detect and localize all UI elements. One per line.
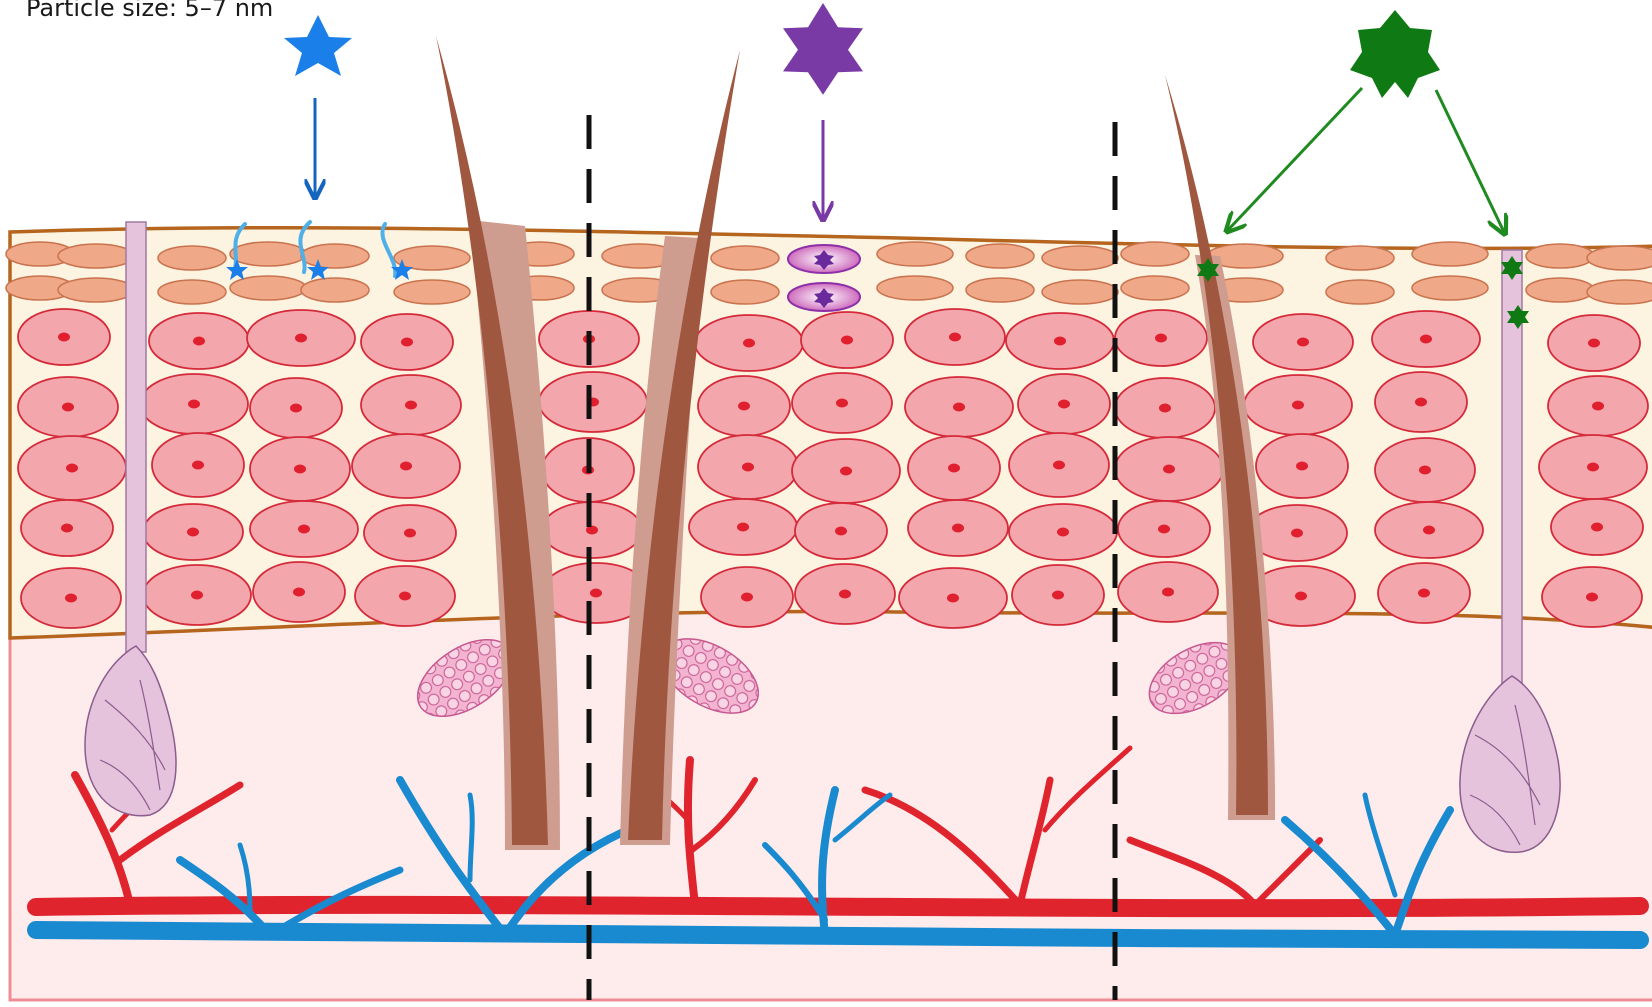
corneocyte <box>1042 280 1118 304</box>
corneocyte <box>394 280 470 304</box>
cell-nucleus <box>193 337 205 346</box>
cell-nucleus <box>1162 588 1174 597</box>
cell-nucleus <box>399 592 411 601</box>
cell-nucleus <box>1423 526 1435 535</box>
cell-nucleus <box>295 334 307 343</box>
corneocyte <box>158 280 226 304</box>
corneocyte <box>58 278 134 302</box>
cell-nucleus <box>841 336 853 345</box>
cell-nucleus <box>1054 337 1066 346</box>
cell-nucleus <box>953 403 965 412</box>
cell-nucleus <box>401 338 413 347</box>
corneocyte <box>877 276 953 300</box>
cell-nucleus <box>188 400 200 409</box>
cell-nucleus <box>1296 462 1308 471</box>
cell-nucleus <box>1588 339 1600 348</box>
corneocyte <box>1121 242 1189 266</box>
corneocyte <box>1042 246 1118 270</box>
corneocyte <box>58 244 134 268</box>
cell-nucleus <box>298 525 310 534</box>
corneocyte <box>966 244 1034 268</box>
corneocyte <box>1412 276 1488 300</box>
cell-nucleus <box>741 593 753 602</box>
cell-nucleus <box>1415 398 1427 407</box>
cell-nucleus <box>1163 465 1175 474</box>
corneocyte <box>1526 278 1594 302</box>
cell-nucleus <box>1295 592 1307 601</box>
corneocyte <box>966 278 1034 302</box>
cell-nucleus <box>742 463 754 472</box>
cell-nucleus <box>191 591 203 600</box>
cell-nucleus <box>948 464 960 473</box>
corneocyte <box>1587 246 1652 270</box>
cell-nucleus <box>1418 589 1430 598</box>
cell-nucleus <box>590 589 602 598</box>
cell-nucleus <box>66 464 78 473</box>
cell-nucleus <box>1592 402 1604 411</box>
corneocyte <box>301 278 369 302</box>
cell-nucleus <box>404 529 416 538</box>
corneocyte <box>711 280 779 304</box>
cell-nucleus <box>65 594 77 603</box>
cell-nucleus <box>952 524 964 533</box>
corneocyte <box>877 242 953 266</box>
corneocyte <box>230 242 306 266</box>
intercellular-particle-star <box>284 15 352 76</box>
cell-nucleus <box>1159 404 1171 413</box>
cell-nucleus <box>1158 525 1170 534</box>
cell-nucleus <box>1053 461 1065 470</box>
cell-nucleus <box>1052 591 1064 600</box>
corneocyte <box>230 276 306 300</box>
corneocyte <box>1587 280 1652 304</box>
corneocyte <box>1526 244 1594 268</box>
cell-nucleus <box>294 465 306 474</box>
cell-nucleus <box>743 339 755 348</box>
cell-nucleus <box>62 403 74 412</box>
cell-nucleus <box>192 461 204 470</box>
cell-nucleus <box>1420 335 1432 344</box>
cell-nucleus <box>835 527 847 536</box>
cell-nucleus <box>1155 334 1167 343</box>
transcellular-particle-star <box>783 3 863 95</box>
appendageal-particle-star <box>1350 10 1440 98</box>
corneocyte <box>1412 242 1488 266</box>
cell-nucleus <box>1292 401 1304 410</box>
corneocyte <box>394 246 470 270</box>
corneocyte <box>711 246 779 270</box>
cell-nucleus <box>738 402 750 411</box>
cell-nucleus <box>947 594 959 603</box>
cell-nucleus <box>840 467 852 476</box>
cell-nucleus <box>737 523 749 532</box>
corneocyte <box>158 246 226 270</box>
cell-nucleus <box>1591 523 1603 532</box>
cell-nucleus <box>1291 529 1303 538</box>
cell-nucleus <box>1419 466 1431 475</box>
corneocyte <box>1121 276 1189 300</box>
transcellular-pathway <box>783 3 863 311</box>
corneocyte <box>301 244 369 268</box>
cell-nucleus <box>836 399 848 408</box>
corneocyte <box>1326 246 1394 270</box>
cell-nucleus <box>400 462 412 471</box>
cell-nucleus <box>1586 593 1598 602</box>
epidermis-cell-group <box>18 309 1648 628</box>
cell-nucleus <box>839 590 851 599</box>
cell-nucleus <box>1297 338 1309 347</box>
cell-nucleus <box>1587 463 1599 472</box>
cell-nucleus <box>949 333 961 342</box>
cell-nucleus <box>58 333 70 342</box>
cell-nucleus <box>1058 400 1070 409</box>
corneocyte <box>1326 280 1394 304</box>
appendageal-arrow-left <box>1228 88 1362 230</box>
appendageal-arrow-right <box>1436 90 1504 232</box>
cell-nucleus <box>290 404 302 413</box>
cell-nucleus <box>187 528 199 537</box>
artery-main <box>36 905 1640 908</box>
cell-nucleus <box>405 401 417 410</box>
cell-nucleus <box>1057 528 1069 537</box>
cell-nucleus <box>61 524 73 533</box>
cell-nucleus <box>293 588 305 597</box>
